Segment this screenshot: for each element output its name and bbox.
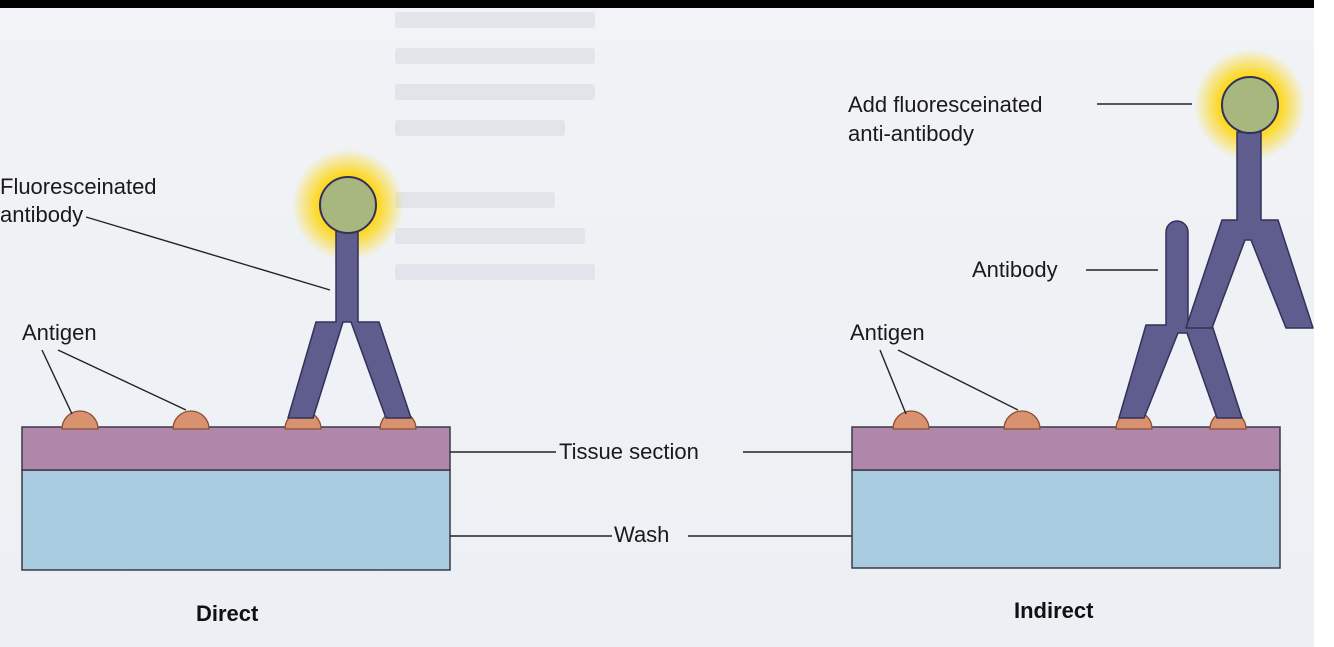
indirect-primary-antibody <box>1118 220 1243 419</box>
antigen-leader-right-2 <box>897 349 1019 411</box>
antigen-leader-left-2 <box>57 349 187 411</box>
indirect-title: Indirect <box>1014 598 1094 623</box>
background-texture <box>395 12 595 280</box>
add-fluoresceinated-label-line1: Add fluoresceinated <box>848 92 1042 117</box>
indirect-antigen-1 <box>892 410 930 430</box>
direct-fluorescein-tag <box>319 176 377 234</box>
antigen-leader-left-1 <box>41 349 73 415</box>
indirect-anti-antibody-shape <box>1185 131 1314 329</box>
direct-tissue-layer <box>21 426 451 471</box>
fluoresceinated-antibody-leader <box>85 216 331 291</box>
direct-title: Direct <box>196 601 259 626</box>
add-fluoresceinated-label-line2: anti-antibody <box>848 121 974 146</box>
fluoresceinated-antibody-label-line2: antibody <box>0 202 83 227</box>
tissue-section-label: Tissue section <box>559 439 699 464</box>
antigen-label-right: Antigen <box>850 320 925 345</box>
antibody-label: Antibody <box>972 257 1058 282</box>
direct-panel: Fluoresceinated antibody Antigen Direct <box>0 149 451 626</box>
indirect-fluorescein-tag <box>1221 76 1279 134</box>
indirect-antigen-2 <box>1003 410 1041 430</box>
fluoresceinated-antibody-label-line1: Fluoresceinated <box>0 174 157 199</box>
indirect-panel: Add fluoresceinated anti-antibody Antibo… <box>848 49 1314 623</box>
direct-antigen-2 <box>172 410 210 430</box>
antigen-leader-right-1 <box>879 349 907 415</box>
indirect-wash-layer <box>851 469 1281 569</box>
indirect-tissue-layer <box>851 426 1281 471</box>
direct-wash-layer <box>21 469 451 571</box>
direct-antigen-1 <box>61 410 99 430</box>
antigen-label-left: Antigen <box>22 320 97 345</box>
top-border <box>0 0 1334 8</box>
right-margin <box>1314 0 1334 647</box>
wash-label: Wash <box>614 522 669 547</box>
shared-labels: Tissue section Wash <box>450 439 852 547</box>
direct-antibody-shape <box>287 230 412 419</box>
